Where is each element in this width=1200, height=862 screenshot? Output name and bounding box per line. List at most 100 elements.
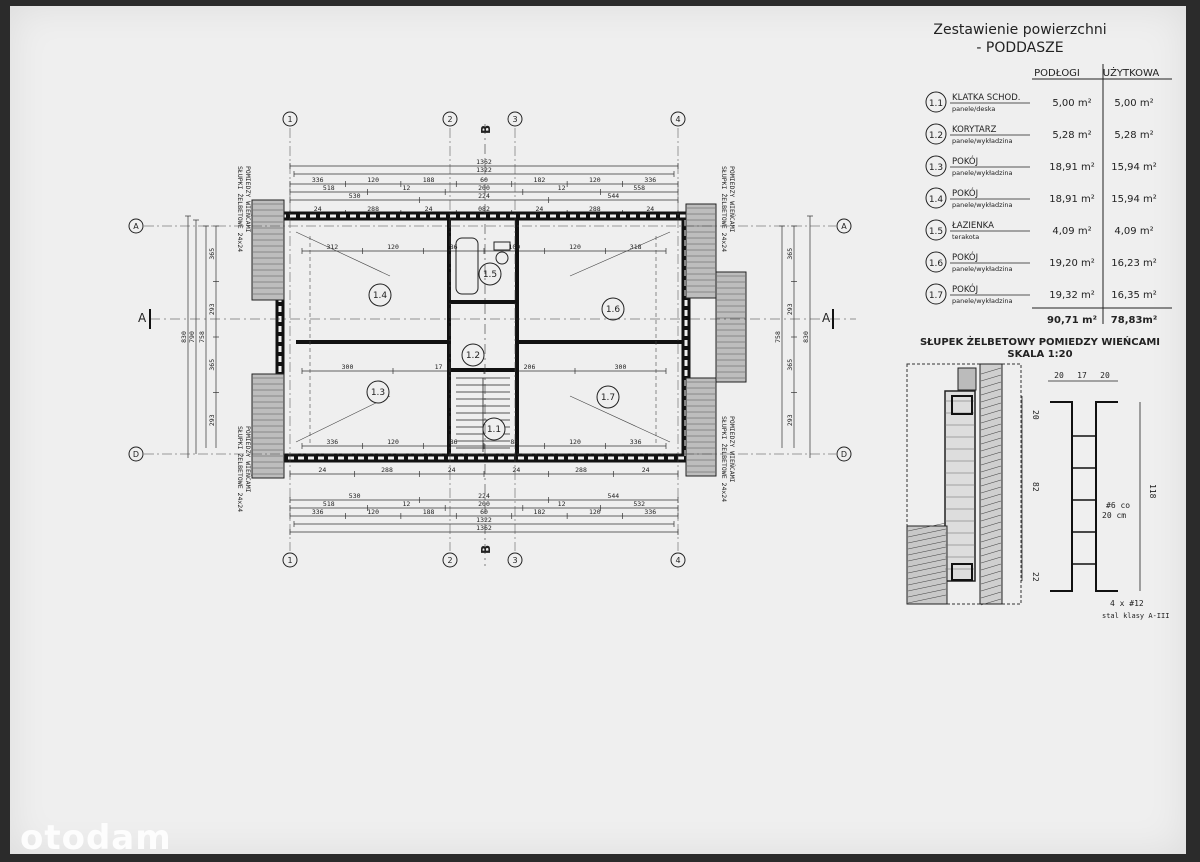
pillar-note-bottom-left-a: SŁUPKI ŻELBETOWE 24x24	[236, 426, 245, 512]
detail-section-frame	[906, 363, 1022, 605]
dimension-label: 532	[633, 500, 645, 508]
room-usable-area: 5,00 m²	[1114, 98, 1153, 109]
dimension-label: 288	[589, 205, 601, 213]
room-finish: panele/deska	[952, 105, 995, 113]
room-id-circle	[925, 155, 947, 177]
room-floor-area: 5,00 m²	[1052, 98, 1091, 109]
axis-label: 1	[287, 556, 292, 565]
dimension-label: 1322	[476, 166, 492, 174]
stirrup-spec-a: #6 co	[1106, 501, 1130, 510]
section-mark-right: A	[822, 311, 831, 325]
dimension-label: 558	[633, 184, 645, 192]
toilet-icon	[495, 251, 509, 265]
room-name: KLATKA SCHOD.	[952, 93, 1020, 103]
dimension-label: 24	[448, 466, 456, 474]
detail-dim-top-3: 20	[1100, 371, 1110, 380]
axis-marker-horizontal	[128, 446, 144, 462]
dimension-label: 518	[323, 500, 335, 508]
sink-icon	[493, 241, 511, 251]
dimension-label: 758	[774, 331, 782, 343]
col-usable-header: UŻYTKOWA	[1103, 66, 1160, 79]
dimension-label: 24	[314, 205, 322, 213]
pillar-note-top-left-b: POMIEDZY WIEŃCAMI	[244, 166, 253, 233]
dimension-label: 336	[644, 508, 656, 516]
room-floor-area: 4,09 m²	[1052, 226, 1091, 237]
dimension-label: 120	[589, 508, 601, 516]
dimension-label: 120	[589, 176, 601, 184]
watermark-logo: otodam	[20, 818, 172, 858]
dimension-label: 336	[312, 176, 324, 184]
axis-label: 4	[675, 556, 680, 565]
dimension-label: 758	[198, 331, 206, 343]
outer-wall-hatch	[278, 214, 688, 460]
col-floor-header: PODŁOGI	[1034, 68, 1080, 79]
dimension-label: 790	[188, 331, 196, 343]
room-usable-area: 5,28 m²	[1114, 130, 1153, 141]
dimension-label: 86	[450, 243, 458, 251]
room-floor-area: 18,91 m²	[1049, 162, 1095, 173]
room-usable-area: 15,94 m²	[1111, 162, 1157, 173]
dimension-label: 200	[478, 500, 490, 508]
room-usable-area: 15,94 m²	[1111, 194, 1157, 205]
dimension-label: 24	[536, 205, 544, 213]
pillar-bottom-right	[685, 377, 717, 477]
dimension-label: 544	[607, 192, 619, 200]
detail-scale: SKALA 1:20	[1007, 349, 1072, 360]
room-label-circle	[601, 297, 625, 321]
room-label: 1.1	[487, 425, 501, 435]
detail-dim-20: 20	[1031, 410, 1040, 420]
dimension-label: 206	[524, 363, 536, 371]
section-mark-top: B	[479, 125, 493, 134]
axis-label: D	[841, 450, 847, 459]
area-summary-table: Zestawienie powierzchni - PODDASZE PODŁO…	[925, 22, 1172, 326]
drawing-sheet: Zestawienie powierzchni - PODDASZE PODŁO…	[10, 6, 1186, 858]
dimension-label: 86	[450, 438, 458, 446]
axis-marker-horizontal	[836, 218, 852, 234]
detail-dim-118: 118	[1148, 484, 1157, 499]
axis-label: 2	[447, 115, 452, 124]
axis-marker-horizontal	[836, 446, 852, 462]
room-usable-area: 4,09 m²	[1114, 226, 1153, 237]
dimension-label: 12	[402, 184, 410, 192]
detail-top-rebar	[951, 395, 973, 415]
room-finish: terakota	[952, 233, 979, 241]
room-label: 1.6	[606, 305, 621, 315]
dimension-label: 24	[512, 466, 520, 474]
dimension-label: 336	[644, 176, 656, 184]
dimension-label: 365	[208, 248, 216, 260]
pillar-top-right	[685, 203, 717, 299]
room-usable-area: 16,23 m²	[1111, 258, 1157, 269]
dimension-label: 12	[558, 500, 566, 508]
room-id: 1.7	[929, 291, 943, 301]
dimension-label: 293	[208, 414, 216, 426]
detail-dim-82: 82	[1031, 482, 1040, 492]
dimension-label: 88	[510, 438, 518, 446]
pillar-note-top-right-a: SŁUPKI ŻELBETOWE 24x24	[720, 166, 729, 252]
dimension-label: 12	[558, 184, 566, 192]
staircase	[456, 377, 510, 452]
dimension-label: 200	[478, 184, 490, 192]
dimension-label: 1322	[476, 516, 492, 524]
section-marks: A A B B	[138, 124, 856, 566]
dimension-label: 182	[534, 176, 546, 184]
axis-marker-vertical	[442, 111, 458, 127]
room-finish: panele/wykładzina	[952, 201, 1012, 209]
detail-floor-slab	[906, 525, 948, 605]
pillar-note-bottom-left-b: POMIEDZY WIEŃCAMI	[244, 426, 253, 493]
room-finish: panele/wykładzina	[952, 265, 1012, 273]
detail-dim-22: 22	[1031, 572, 1040, 582]
column-detail: SŁUPEK ŻELBETOWY POMIEDZY WIEŃCAMI SKALA…	[906, 334, 1169, 620]
dimension-label: 24	[425, 205, 433, 213]
dimension-label: 120	[367, 176, 379, 184]
detail-dim-top-1: 20	[1054, 371, 1064, 380]
axis-marker-vertical	[670, 111, 686, 127]
dimension-label: 365	[786, 248, 794, 260]
dimension-label: 318	[630, 243, 642, 251]
room-id: 1.6	[929, 259, 944, 269]
room-name: KORYTARZ	[952, 125, 997, 135]
dimension-label: 530	[349, 492, 361, 500]
dimension-label: 24	[318, 466, 326, 474]
